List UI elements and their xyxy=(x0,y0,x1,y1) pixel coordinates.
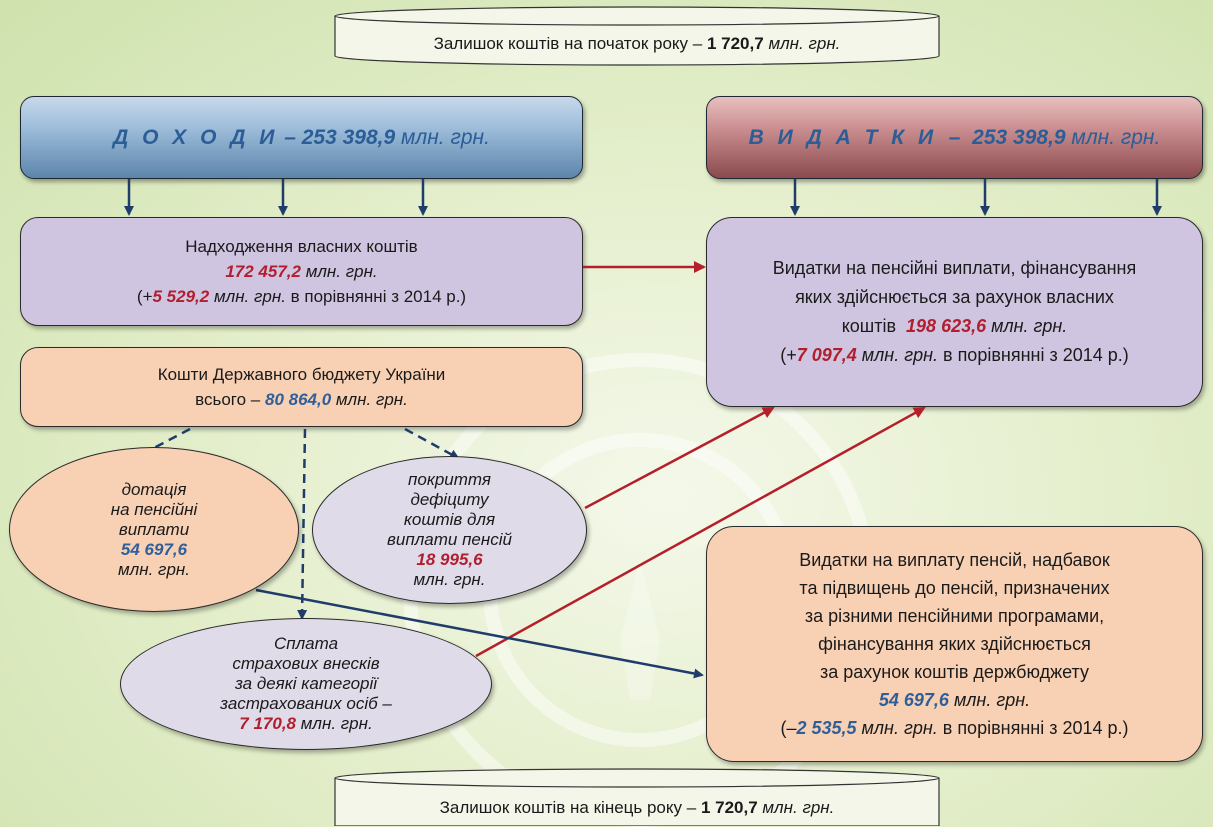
deficit-line1: покриття xyxy=(408,470,491,489)
own-funds-unit: млн. грн. xyxy=(300,262,378,281)
deficit-line3: коштів для xyxy=(403,510,496,529)
insurance-line2: страхових внесків xyxy=(232,654,380,673)
expense-budget-box: Видатки на виплату пенсій, надбавок та п… xyxy=(706,526,1203,762)
deficit-value: 18 995,6 xyxy=(416,550,483,569)
subsidy-line2: на пенсійні xyxy=(110,499,198,519)
own-funds-box: Надходження власних коштів 172 457,2 млн… xyxy=(20,217,583,326)
expense-unit: млн. грн. xyxy=(1065,125,1161,149)
insurance-line3: за деякі категорії xyxy=(234,674,378,693)
expense-budget-value: 54 697,6 xyxy=(878,690,949,710)
deficit-unit: млн. грн. xyxy=(413,570,486,589)
own-funds-cmp-text: в порівнянні з 2014 р.) xyxy=(285,287,467,306)
expense-own-cmp-unit: млн. грн. xyxy=(856,345,938,365)
expense-budget-unit: млн. грн. xyxy=(948,690,1031,710)
subsidy-ellipse: дотація на пенсійні виплати 54 697,6 млн… xyxy=(9,447,299,612)
closing-balance-unit: млн. грн. xyxy=(762,798,835,817)
subsidy-value: 54 697,6 xyxy=(120,539,188,559)
insurance-unit: млн. грн. xyxy=(296,714,373,733)
own-funds-title: Надходження власних коштів xyxy=(185,237,418,256)
expense-own-line1: Видатки на пенсійні виплати, фінансуванн… xyxy=(772,258,1137,278)
deficit-ellipse: покриття дефіциту коштів для виплати пен… xyxy=(312,456,587,604)
closing-balance-label: Залишок коштів на кінець року – xyxy=(439,798,697,817)
expense-own-cmp-open: (+ xyxy=(780,345,797,365)
expense-own-unit: млн. грн. xyxy=(986,316,1068,336)
expense-budget-line5: за рахунок коштів держбюджету xyxy=(819,662,1090,682)
opening-balance-label: Залишок коштів на початок року – xyxy=(433,34,703,53)
expense-own-cmp-value: 7 097,4 xyxy=(796,345,857,365)
own-funds-cmp-value: 5 529,2 xyxy=(152,287,210,306)
expense-budget-line1: Видатки на виплату пенсій, надбавок xyxy=(799,550,1110,570)
opening-balance-value: 1 720,7 xyxy=(706,34,764,53)
expense-own-value: 198 623,6 xyxy=(906,316,987,336)
insurance-line1: Сплата xyxy=(273,634,339,653)
insurance-line4: застрахованих осіб – xyxy=(220,694,392,713)
opening-balance-cylinder: Залишок коштів на початок року – 1 720,7… xyxy=(334,6,940,66)
expense-budget-line2: та підвищень до пенсій, призначених xyxy=(799,578,1110,598)
subsidy-unit: млн. грн. xyxy=(118,559,190,579)
closing-balance-value: 1 720,7 xyxy=(700,798,758,817)
expense-budget-cmp-open: (– xyxy=(780,718,797,738)
closing-balance-cylinder: Залишок коштів на кінець року – 1 720,7 … xyxy=(334,768,940,826)
state-budget-unit: млн. грн. xyxy=(331,390,408,409)
income-keyword: Д О Х О Д И xyxy=(113,125,279,149)
state-budget-box: Кошти Державного бюджету України всього … xyxy=(20,347,583,427)
income-value: 253 398,9 xyxy=(301,125,396,149)
expense-own-box: Видатки на пенсійні виплати, фінансуванн… xyxy=(706,217,1203,407)
expense-own-cmp-text: в порівнянні з 2014 р.) xyxy=(938,345,1129,365)
expense-budget-cmp-unit: млн. грн. xyxy=(856,718,938,738)
subsidy-line1: дотація xyxy=(121,479,187,499)
income-header: Д О Х О Д И – 253 398,9 млн. грн. xyxy=(20,96,583,179)
state-budget-prefix: всього – xyxy=(195,390,265,409)
expense-value: 253 398,9 xyxy=(972,125,1066,149)
expense-own-line2: яких здійснюється за рахунок власних xyxy=(795,287,1114,307)
own-funds-value: 172 457,2 xyxy=(225,262,301,281)
insurance-ellipse: Сплата страхових внесків за деякі катего… xyxy=(120,618,492,750)
expense-budget-line3: за різними пенсійними програмами, xyxy=(804,606,1105,626)
expense-dash: – xyxy=(937,125,973,149)
deficit-line4: виплати пенсій xyxy=(387,530,512,549)
expense-budget-line4: фінансування яких здійснюється xyxy=(818,634,1091,654)
expense-header: В И Д А Т К И – 253 398,9 млн. грн. xyxy=(706,96,1203,179)
income-dash: – xyxy=(278,125,302,149)
state-budget-line1: Кошти Державного бюджету України xyxy=(157,365,446,384)
subsidy-line3: виплати xyxy=(118,519,190,539)
deficit-line2: дефіциту xyxy=(410,490,489,509)
expense-budget-cmp-text: в порівнянні з 2014 р.) xyxy=(937,718,1129,738)
expense-keyword: В И Д А Т К И xyxy=(748,125,938,149)
own-funds-cmp-unit: млн. грн. xyxy=(209,287,286,306)
own-funds-cmp-open: (+ xyxy=(136,287,153,306)
state-budget-value: 80 864,0 xyxy=(264,390,332,409)
expense-budget-cmp-value: 2 535,5 xyxy=(796,718,857,738)
expense-own-line3-prefix: коштів xyxy=(841,316,907,336)
income-unit: млн. грн. xyxy=(395,125,490,149)
opening-balance-unit: млн. грн. xyxy=(768,34,841,53)
insurance-value: 7 170,8 xyxy=(239,714,297,733)
